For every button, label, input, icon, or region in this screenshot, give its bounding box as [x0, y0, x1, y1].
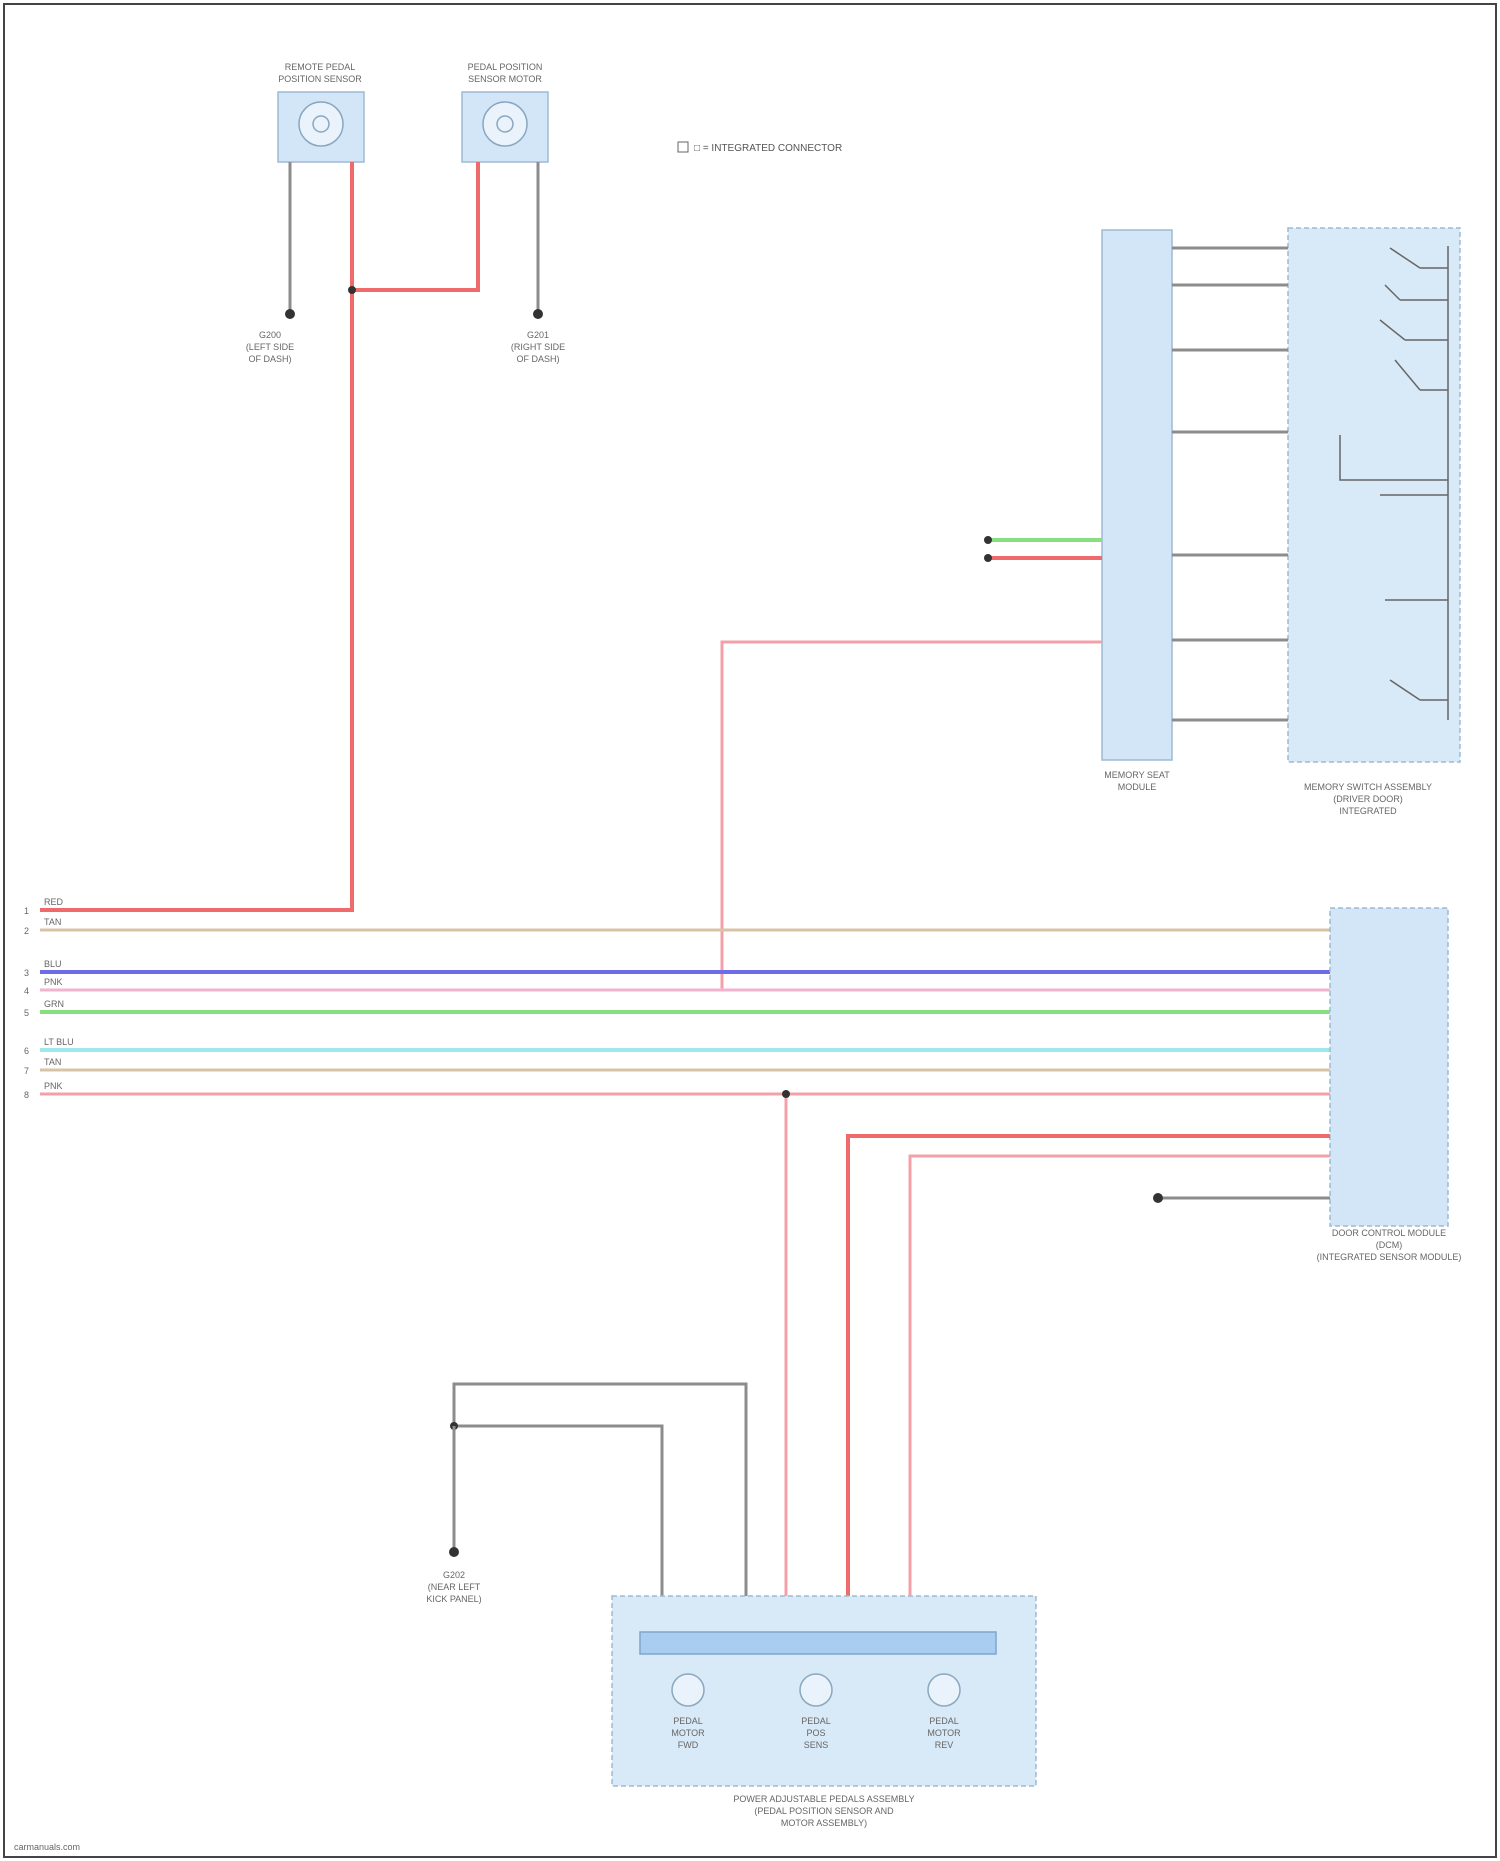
ground-g2-label-3: OF DASH): [516, 354, 559, 364]
svg-text:PEDAL: PEDAL: [929, 1716, 959, 1726]
door-control-module-box: [1330, 908, 1448, 1226]
svg-text:TAN: TAN: [44, 1057, 61, 1067]
motor-rev-icon: [928, 1674, 960, 1706]
ground-g2-label-1: G201: [527, 330, 549, 340]
svg-text:LT BLU: LT BLU: [44, 1037, 74, 1047]
ground-g3-label-3: KICK PANEL): [426, 1594, 481, 1604]
svg-text:3: 3: [24, 968, 29, 978]
ground-g3-label-1: G202: [443, 1570, 465, 1580]
ground-dcm-point: [1153, 1193, 1163, 1203]
pedal-assembly-label-2: (PEDAL POSITION SENSOR AND: [754, 1806, 894, 1816]
pedal-assembly: PEDAL MOTOR FWD PEDAL POS SENS PEDAL MOT…: [612, 1596, 1036, 1828]
memory-seat-module-box: [1102, 230, 1172, 760]
memory-switch-assembly-label-3: INTEGRATED: [1339, 806, 1397, 816]
wire-pedal-pink-2: [910, 1156, 1330, 1600]
memory-seat-module-label-2: MODULE: [1118, 782, 1157, 792]
top-mid-motor: PEDAL POSITION SENSOR MOTOR: [462, 62, 548, 162]
svg-text:5: 5: [24, 1008, 29, 1018]
svg-text:2: 2: [24, 926, 29, 936]
ground-g3-point: [449, 1547, 459, 1557]
top-mid-motor-icon: [483, 102, 527, 146]
svg-text:MOTOR: MOTOR: [927, 1728, 961, 1738]
ground-g3-label-2: (NEAR LEFT: [428, 1582, 481, 1592]
svg-text:PNK: PNK: [44, 1081, 63, 1091]
svg-text:1: 1: [24, 906, 29, 916]
svg-text:GRN: GRN: [44, 999, 64, 1009]
ground-g1-label-2: (LEFT SIDE: [246, 342, 294, 352]
ground-g1-label-3: OF DASH): [248, 354, 291, 364]
svg-text:8: 8: [24, 1090, 29, 1100]
legend-text: □ = INTEGRATED CONNECTOR: [694, 143, 842, 154]
top-left-motor-label-1: REMOTE PEDAL: [285, 62, 356, 72]
svg-text:RED: RED: [44, 897, 64, 907]
memory-seat-module: MEMORY SEAT MODULE: [1102, 230, 1172, 792]
door-control-module-label-1: DOOR CONTROL MODULE: [1332, 1228, 1446, 1238]
svg-text:6: 6: [24, 1046, 29, 1056]
door-control-module: DOOR CONTROL MODULE (DCM) (INTEGRATED SE…: [1317, 908, 1462, 1262]
svg-text:FWD: FWD: [678, 1740, 699, 1750]
pedal-assembly-label-3: MOTOR ASSEMBLY): [781, 1818, 867, 1828]
svg-text:7: 7: [24, 1066, 29, 1076]
splice-red: [984, 554, 992, 562]
svg-text:PEDAL: PEDAL: [673, 1716, 703, 1726]
svg-text:SENS: SENS: [804, 1740, 829, 1750]
svg-text:PEDAL: PEDAL: [801, 1716, 831, 1726]
svg-text:REV: REV: [935, 1740, 954, 1750]
ground-g2-label-2: (RIGHT SIDE: [511, 342, 565, 352]
wire-module-pink: [40, 642, 1102, 990]
svg-text:BLU: BLU: [44, 959, 62, 969]
door-control-module-label-2: (DCM): [1376, 1240, 1403, 1250]
door-control-module-label-3: (INTEGRATED SENSOR MODULE): [1317, 1252, 1462, 1262]
splice-pink-bus: [782, 1090, 790, 1098]
svg-text:PNK: PNK: [44, 977, 63, 987]
top-left-motor-label-2: POSITION SENSOR: [278, 74, 362, 84]
sensor-icon: [800, 1674, 832, 1706]
wire-pedal-red: [848, 1136, 1330, 1600]
top-left-motor-icon: [299, 102, 343, 146]
svg-text:POS: POS: [806, 1728, 825, 1738]
legend-connector-icon: [678, 142, 688, 152]
top-left-motor: REMOTE PEDAL POSITION SENSOR: [278, 62, 364, 162]
ground-g1-label-1: G200: [259, 330, 281, 340]
pedal-assembly-bus-bar: [640, 1632, 996, 1654]
splice-red-top: [348, 286, 356, 294]
wire-pedal-gray-2: [454, 1426, 662, 1600]
ground-g2-point: [533, 309, 543, 319]
wire-pedal-gray-loop: [454, 1384, 746, 1600]
footer-text: carmanuals.com: [14, 1842, 80, 1852]
top-mid-motor-label-2: SENSOR MOTOR: [468, 74, 542, 84]
module-switch-wires: [1172, 248, 1288, 720]
memory-switch-assembly: MEMORY SWITCH ASSEMBLY (DRIVER DOOR) INT…: [1288, 228, 1460, 816]
pedal-assembly-label-1: POWER ADJUSTABLE PEDALS ASSEMBLY: [733, 1794, 914, 1804]
ground-g1-point: [285, 309, 295, 319]
svg-text:MOTOR: MOTOR: [671, 1728, 705, 1738]
svg-text:TAN: TAN: [44, 917, 61, 927]
wire-red-main: [40, 290, 352, 910]
svg-text:4: 4: [24, 986, 29, 996]
memory-switch-assembly-label-1: MEMORY SWITCH ASSEMBLY: [1304, 782, 1432, 792]
memory-seat-module-label-1: MEMORY SEAT: [1104, 770, 1170, 780]
splice-green: [984, 536, 992, 544]
top-mid-motor-label-1: PEDAL POSITION: [468, 62, 543, 72]
motor-fwd-icon: [672, 1674, 704, 1706]
memory-switch-assembly-label-2: (DRIVER DOOR): [1333, 794, 1403, 804]
wire-top-red-link: [352, 162, 478, 290]
